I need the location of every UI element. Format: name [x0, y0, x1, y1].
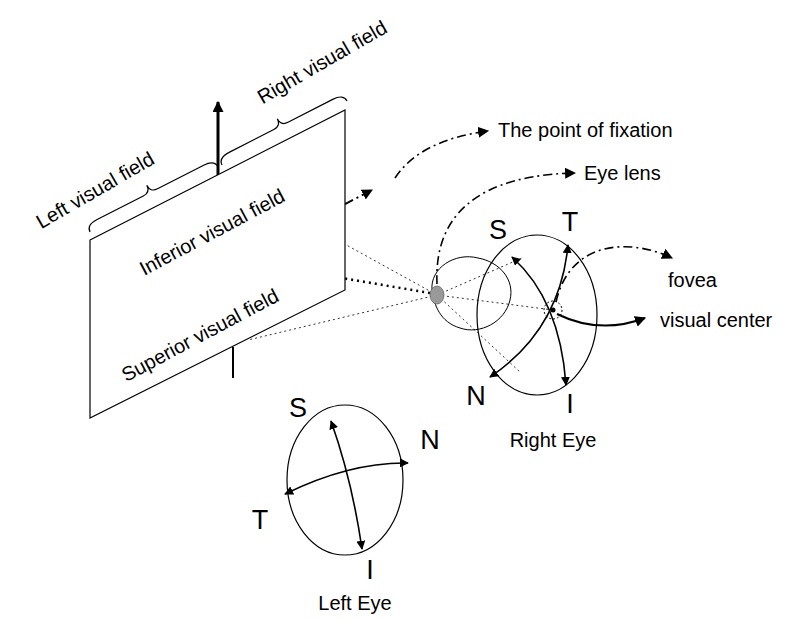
fovea-ring: [544, 301, 562, 319]
direction-letter: T: [562, 209, 579, 236]
fovea-leader: [556, 247, 672, 302]
axis-arrow: [331, 421, 362, 549]
callout-label: The point of fixation: [498, 120, 673, 140]
right-eye: S T N I Right Eye: [455, 200, 625, 455]
axis-arrow: [285, 463, 408, 494]
visual-field-plane: Inferior visual fieldSuperior visual fie…: [88, 106, 350, 422]
projection-line: [437, 295, 553, 310]
field-label: Right visual field: [254, 17, 390, 107]
right-eye-axes: [490, 245, 568, 385]
plane-outline: [90, 110, 345, 418]
visual-center-arrow: [557, 314, 645, 326]
axis-arrow: [512, 257, 566, 385]
eye-label: Right Eye: [510, 430, 597, 450]
eyeball-outline: [287, 405, 403, 555]
node-outline: [455, 200, 625, 455]
axis-arrow: [490, 245, 568, 377]
direction-letter: I: [566, 391, 574, 418]
vertical-axis-arrow: [217, 102, 220, 175]
direction-letter: N: [466, 383, 486, 410]
eye-lens-leader: [437, 173, 575, 284]
direction-letter: T: [252, 507, 269, 534]
direction-letter: S: [489, 217, 507, 244]
node-outline: [248, 388, 448, 616]
callout-label: fovea: [668, 270, 717, 290]
left-eye-axes: [285, 421, 408, 549]
direction-letter: N: [420, 427, 440, 454]
fixation-leader: [395, 131, 488, 178]
eyeball-outline: [477, 235, 597, 395]
callout-label: visual center: [660, 310, 772, 330]
direction-letter: S: [289, 395, 307, 422]
left-eye: S N T I Left Eye: [248, 388, 448, 616]
vertical-axis-tick: [232, 347, 234, 378]
fovea-dot: [551, 308, 556, 313]
eye-label: Left Eye: [318, 593, 391, 613]
eye-lens: [430, 286, 444, 304]
direction-letter: I: [366, 557, 374, 584]
callout-label: Eye lens: [584, 163, 661, 183]
